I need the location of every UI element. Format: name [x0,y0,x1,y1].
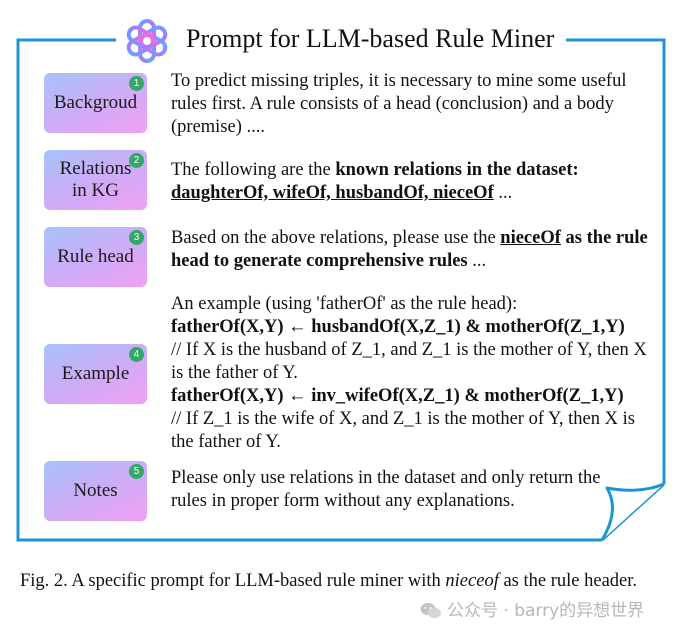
caption-italic: nieceof [445,571,499,591]
section-tag-label-line: in KG [72,180,119,201]
example-comment: // If Z_1 is the wife of X, and Z_1 is t… [171,409,635,452]
section-text: Based on the above relations, please use… [171,228,501,248]
example-rule: fatherOf(X,Y) ← husbandOf(X,Z_1) & mothe… [171,317,625,337]
section-text-bold: known relations in the dataset: [335,160,579,180]
relation-list: daughterOf, wifeOf, husbandOf, nieceOf [171,183,494,203]
section-text-bold: as the rule head to generate comprehensi… [171,228,648,271]
section-text: ... [467,251,487,271]
section-text-rule-head: Based on the above relations, please use… [171,227,649,273]
section-number-badge: 5 [129,464,144,479]
caption-text: as the rule header. [498,571,638,591]
section-tag-notes: Notes 5 [44,461,147,521]
wechat-icon [420,603,441,619]
section-number-badge: 1 [129,76,144,91]
figure-caption: Fig. 2. A specific prompt for LLM-based … [20,570,680,593]
section-text-example: An example (using 'fatherOf' as the rule… [171,293,649,454]
section-text: Please only use relations in the dataset… [171,468,601,511]
watermark-text: 公众号 · barry的异想世界 [447,601,645,621]
caption-text: Fig. 2. A specific prompt for LLM-based … [20,571,446,591]
panel-title: Prompt for LLM-based Rule Miner [186,24,555,53]
section-tag-background: Backgroud 1 [44,73,147,133]
section-tag-label: Relations in KG [60,158,132,202]
section-tag-label: Notes [73,480,118,501]
rule-head-relation: nieceOf [500,228,561,248]
section-tag-label: Example [61,363,130,384]
section-number-badge: 2 [129,153,144,168]
section-tag-label: Backgroud [53,92,138,113]
section-tag-label: Rule head [57,246,134,267]
section-tag-relations: Relations in KG 2 [44,150,147,210]
section-tag-example: Example 4 [44,344,147,404]
section-tag-rule-head: Rule head 3 [44,227,147,287]
section-text: An example (using 'fatherOf' as the rule… [171,294,518,314]
section-text: The following are the [171,160,336,180]
section-text: To predict missing triples, it is necess… [171,71,627,137]
openai-knot-icon [126,19,168,63]
section-tag-label-line: Relations [59,158,132,179]
section-text-relations: The following are the known relations in… [171,159,649,205]
section-number-badge: 4 [129,347,144,362]
watermark: 公众号 · barry的异想世界 [420,598,644,624]
example-rule: fatherOf(X,Y) ← inv_wifeOf(X,Z_1) & moth… [171,386,624,406]
section-number-badge: 3 [129,230,144,245]
section-text: ... [493,183,513,203]
section-text-notes: Please only use relations in the dataset… [171,467,621,513]
example-comment: // If X is the husband of Z_1, and Z_1 i… [171,340,647,383]
section-text-background: To predict missing triples, it is necess… [171,70,649,139]
